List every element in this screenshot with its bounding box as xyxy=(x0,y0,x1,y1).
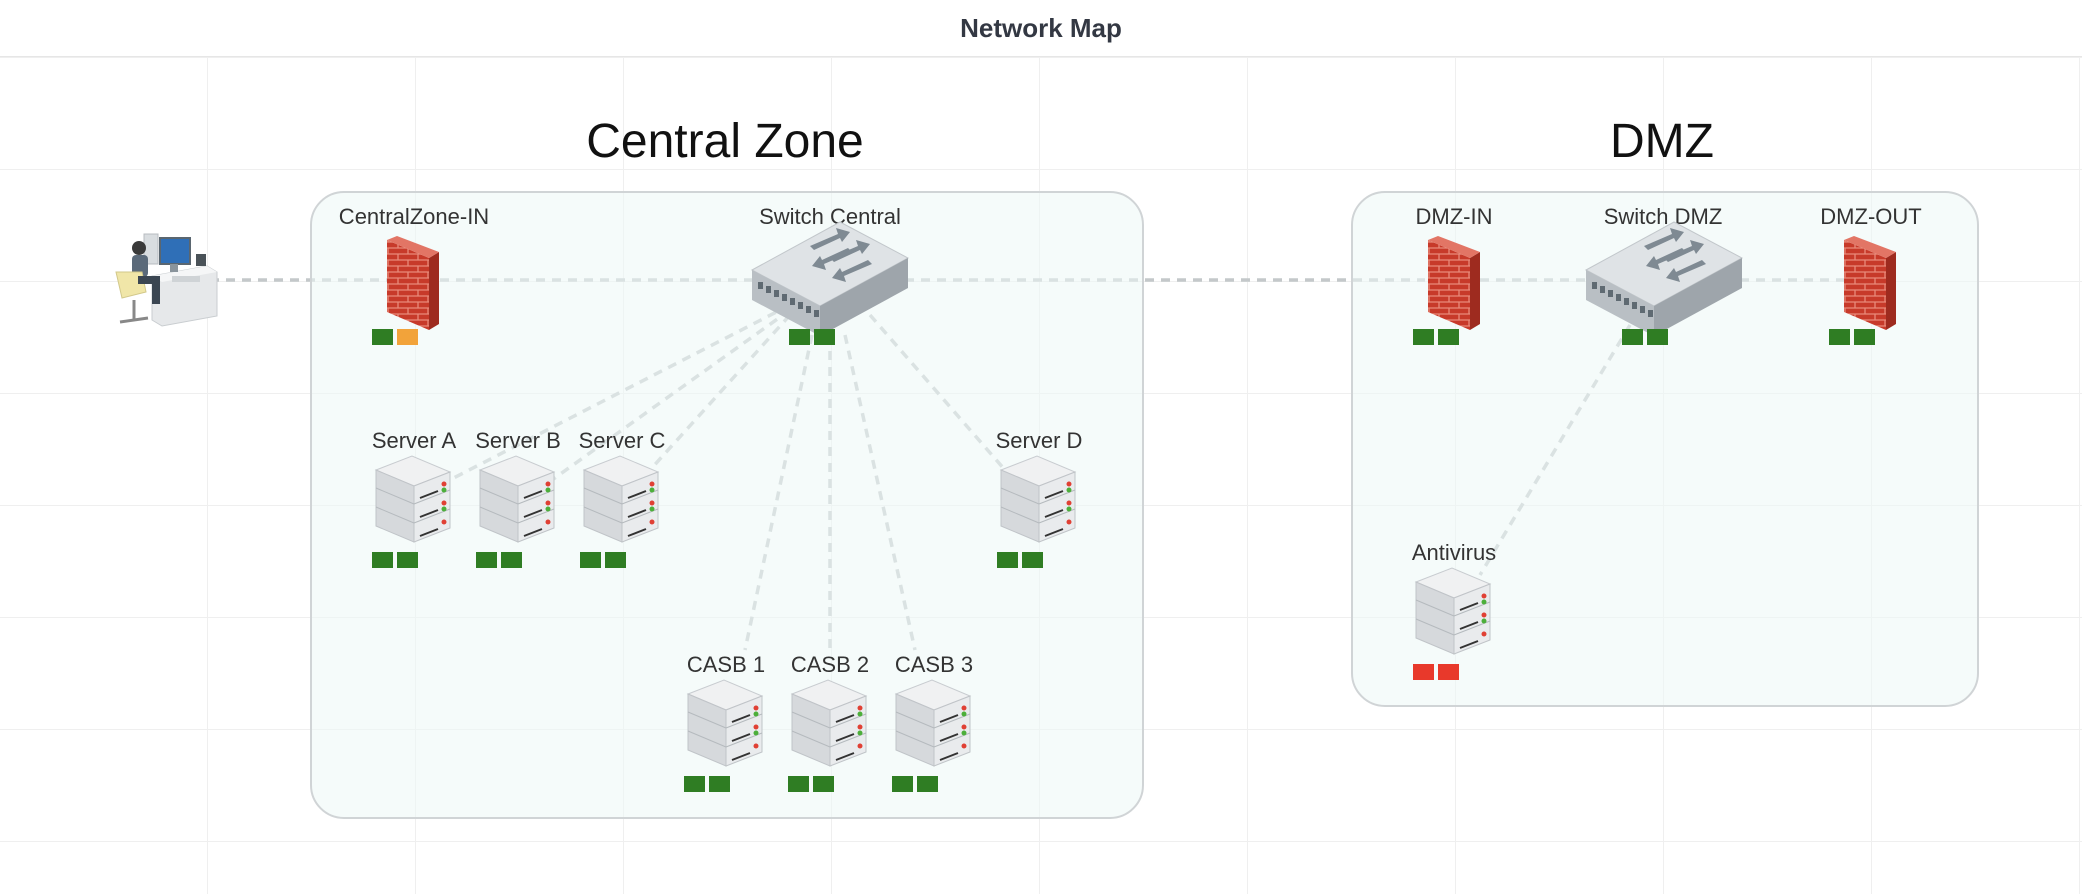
status-switch-dmz xyxy=(1622,329,1668,345)
node-antivirus[interactable] xyxy=(1414,566,1494,662)
status-indicator xyxy=(709,776,730,792)
status-switch-central xyxy=(789,329,835,345)
node-label-switch-central: Switch Central xyxy=(759,204,901,229)
network-switch-icon xyxy=(750,221,910,336)
firewall-icon xyxy=(1844,236,1896,330)
zone-title-central: Central Zone xyxy=(586,115,864,168)
status-indicator xyxy=(397,552,418,568)
node-label-server-b: Server B xyxy=(475,428,561,453)
status-indicator xyxy=(372,552,393,568)
status-indicator xyxy=(1438,329,1459,345)
status-casb-3 xyxy=(892,776,938,792)
status-indicator xyxy=(1413,664,1434,680)
status-indicator xyxy=(1854,329,1875,345)
title-bar: Network Map xyxy=(0,0,2082,57)
status-dmz-out xyxy=(1829,329,1875,345)
node-label-casb-1: CASB 1 xyxy=(686,652,766,677)
page-title: Network Map xyxy=(960,12,1122,43)
status-server-d xyxy=(997,552,1043,568)
network-switch-icon xyxy=(1584,221,1744,336)
server-icon xyxy=(686,679,764,767)
node-server-d[interactable] xyxy=(999,454,1079,550)
status-indicator xyxy=(813,776,834,792)
server-icon xyxy=(582,455,660,543)
status-indicator xyxy=(476,552,497,568)
node-dmz-in[interactable] xyxy=(1424,236,1486,332)
status-server-b xyxy=(476,552,522,568)
server-icon xyxy=(894,679,972,767)
status-indicator xyxy=(814,329,835,345)
firewall-icon xyxy=(1428,236,1480,330)
status-indicator xyxy=(580,552,601,568)
status-server-c xyxy=(580,552,626,568)
node-switch-central[interactable] xyxy=(748,218,912,342)
server-icon xyxy=(999,455,1077,543)
status-indicator xyxy=(788,776,809,792)
status-indicator xyxy=(1022,552,1043,568)
node-label-dmz-out: DMZ-OUT xyxy=(1820,204,1922,229)
server-icon xyxy=(478,455,556,543)
node-label-casb-2: CASB 2 xyxy=(790,652,870,677)
node-label-casb-3: CASB 3 xyxy=(894,652,974,677)
node-label-server-a: Server A xyxy=(371,428,457,453)
status-casb-1 xyxy=(684,776,730,792)
status-indicator xyxy=(684,776,705,792)
status-indicator xyxy=(997,552,1018,568)
node-switch-dmz[interactable] xyxy=(1582,218,1746,342)
status-indicator xyxy=(892,776,913,792)
node-label-cz-in: CentralZone-IN xyxy=(338,204,490,229)
workstation-user-icon xyxy=(115,233,218,327)
status-server-a xyxy=(372,552,418,568)
node-user[interactable] xyxy=(112,228,222,328)
node-casb-3[interactable] xyxy=(894,678,974,774)
server-icon xyxy=(1414,567,1492,655)
status-indicator xyxy=(917,776,938,792)
status-indicator xyxy=(1413,329,1434,345)
node-dmz-out[interactable] xyxy=(1840,236,1902,332)
node-cz-in[interactable] xyxy=(383,236,445,332)
status-indicator xyxy=(501,552,522,568)
node-server-a[interactable] xyxy=(374,454,454,550)
server-icon xyxy=(790,679,868,767)
zone-title-dmz: DMZ xyxy=(1610,115,1714,168)
status-antivirus xyxy=(1413,664,1459,680)
status-indicator xyxy=(1622,329,1643,345)
node-label-server-c: Server C xyxy=(578,428,666,453)
status-cz-in xyxy=(372,329,418,345)
node-server-c[interactable] xyxy=(582,454,662,550)
node-casb-1[interactable] xyxy=(686,678,766,774)
server-icon xyxy=(374,455,452,543)
firewall-icon xyxy=(387,236,439,330)
status-dmz-in xyxy=(1413,329,1459,345)
status-indicator xyxy=(1647,329,1668,345)
status-indicator xyxy=(372,329,393,345)
status-indicator xyxy=(1438,664,1459,680)
node-label-dmz-in: DMZ-IN xyxy=(1415,204,1493,229)
status-indicator xyxy=(1829,329,1850,345)
node-label-server-d: Server D xyxy=(995,428,1083,453)
status-indicator xyxy=(397,329,418,345)
node-casb-2[interactable] xyxy=(790,678,870,774)
status-indicator xyxy=(789,329,810,345)
node-label-switch-dmz: Switch DMZ xyxy=(1603,204,1723,229)
node-server-b[interactable] xyxy=(478,454,558,550)
node-label-antivirus: Antivirus xyxy=(1411,540,1497,565)
status-casb-2 xyxy=(788,776,834,792)
status-indicator xyxy=(605,552,626,568)
